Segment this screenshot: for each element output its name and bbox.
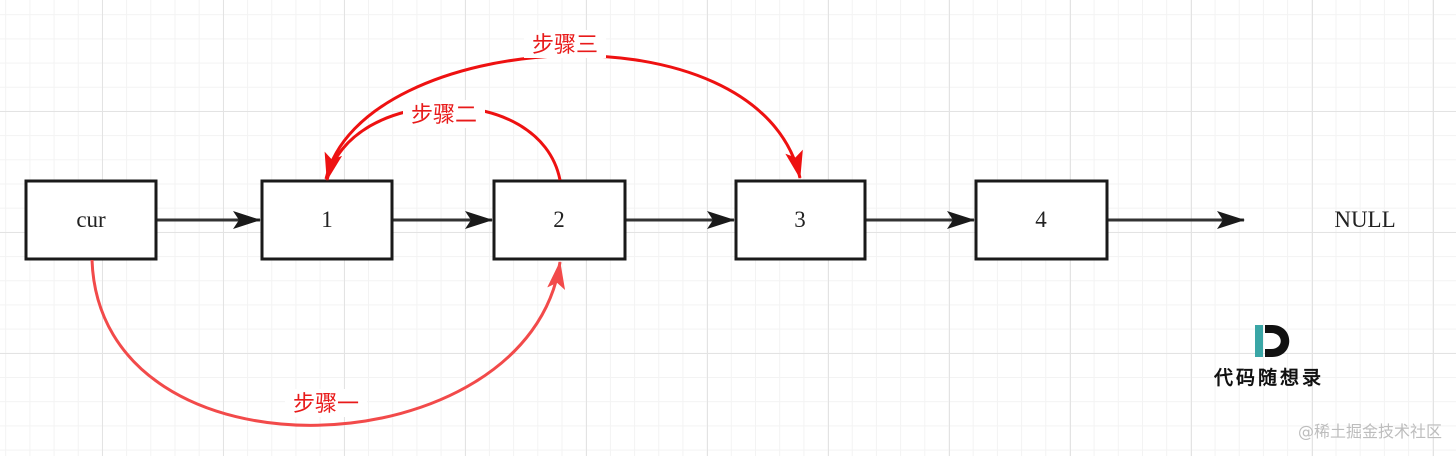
node-box-cur: [24, 179, 158, 261]
logo-text: 代码随想录: [1213, 366, 1324, 389]
node-label-cur: cur: [76, 207, 106, 232]
step-two-label: 步骤二: [411, 103, 477, 128]
logo-mark-d-icon: [1265, 325, 1290, 357]
node-box-2: [492, 179, 627, 261]
logo: 代码随想录: [1213, 325, 1324, 389]
node-box-4: [974, 179, 1109, 261]
step-three-arrow: [324, 54, 803, 180]
null-label: NULL: [1334, 207, 1395, 232]
node-box-1: [260, 179, 394, 261]
node-label-3: 3: [794, 207, 806, 232]
node-label-4: 4: [1035, 207, 1047, 232]
logo-mark-bar: [1255, 325, 1263, 357]
step-three-label-bg: [524, 30, 606, 58]
step-one-arrow: [90, 259, 565, 427]
step-one-label-bg: [285, 389, 367, 417]
step-three-label: 步骤三: [532, 33, 598, 58]
watermark: @稀土掘金技术社区: [1298, 422, 1442, 441]
step-two-label-bg: [403, 100, 485, 128]
node-label-1: 1: [321, 207, 333, 232]
node-box-3: [734, 179, 867, 261]
node-label-2: 2: [553, 207, 565, 232]
step-one-label: 步骤一: [293, 392, 359, 417]
